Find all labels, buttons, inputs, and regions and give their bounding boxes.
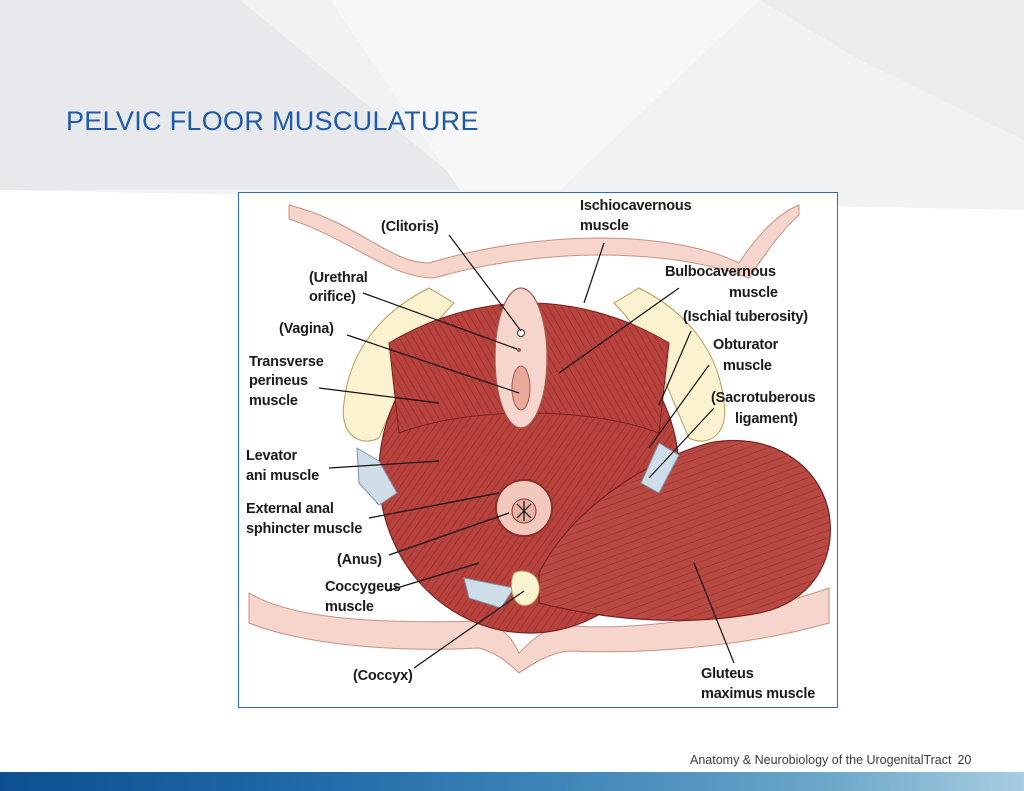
label-external-2: sphincter muscle: [246, 521, 362, 537]
label-external-1: External anal: [246, 501, 334, 517]
label-vagina: (Vagina): [279, 321, 334, 337]
label-coccygeus-2: muscle: [325, 599, 374, 615]
label-transverse-3: muscle: [249, 393, 298, 409]
label-obturator-1: Obturator: [713, 337, 779, 353]
page-number: 20: [957, 753, 972, 767]
label-gluteus-1: Gluteus: [701, 666, 754, 682]
footer-bar: [0, 772, 1024, 791]
label-ischio-1: Ischiocavernous: [580, 198, 692, 214]
vaginal-opening: [511, 365, 531, 411]
urethral-mark: [517, 348, 521, 352]
label-sacro-2: ligament): [735, 411, 798, 427]
label-sacro-1: (Sacrotuberous: [711, 390, 815, 406]
pelvic-floor-illustration: (Clitoris) (Urethral orifice) (Vagina) T…: [246, 198, 831, 702]
label-levator-2: ani muscle: [246, 468, 319, 484]
label-clitoris: (Clitoris): [381, 219, 439, 235]
skin-thigh-top: [288, 204, 800, 279]
label-gluteus-2: maximus muscle: [701, 686, 815, 702]
label-ischio-2: muscle: [580, 218, 629, 234]
anus-star: [516, 501, 532, 521]
label-bulbo-2: muscle: [729, 285, 778, 301]
label-transverse-1: Transverse: [249, 354, 324, 370]
anatomy-figure: (Clitoris) (Urethral orifice) (Vagina) T…: [238, 192, 838, 708]
label-ischial: (Ischial tuberosity): [683, 309, 808, 325]
clitoris-mark: [517, 329, 525, 337]
label-urethral-1: (Urethral: [309, 270, 368, 286]
label-levator-1: Levator: [246, 448, 298, 464]
gluteus-maximus-muscle: [538, 439, 831, 622]
footer-course-title: Anatomy & Neurobiology of the Urogenital…: [690, 753, 952, 767]
label-bulbo-1: Bulbocavernous: [665, 264, 776, 280]
label-anus: (Anus): [337, 552, 382, 568]
coccyx-bone: [510, 570, 540, 607]
label-obturator-2: muscle: [723, 358, 772, 374]
slide-footer: Anatomy & Neurobiology of the Urogenital…: [690, 753, 971, 767]
leader-lines: [318, 234, 735, 669]
labia: [494, 287, 548, 429]
label-urethral-2: orifice): [309, 289, 356, 305]
sacrotuberous-ligament-left: [356, 447, 398, 506]
label-coccygeus-1: Coccygeus: [325, 579, 401, 595]
page-title: PELVIC FLOOR MUSCULATURE: [66, 106, 479, 136]
label-transverse-2: perineus: [249, 373, 308, 389]
coccyx-ligament: [463, 577, 515, 609]
label-coccyx: (Coccyx): [353, 668, 413, 684]
